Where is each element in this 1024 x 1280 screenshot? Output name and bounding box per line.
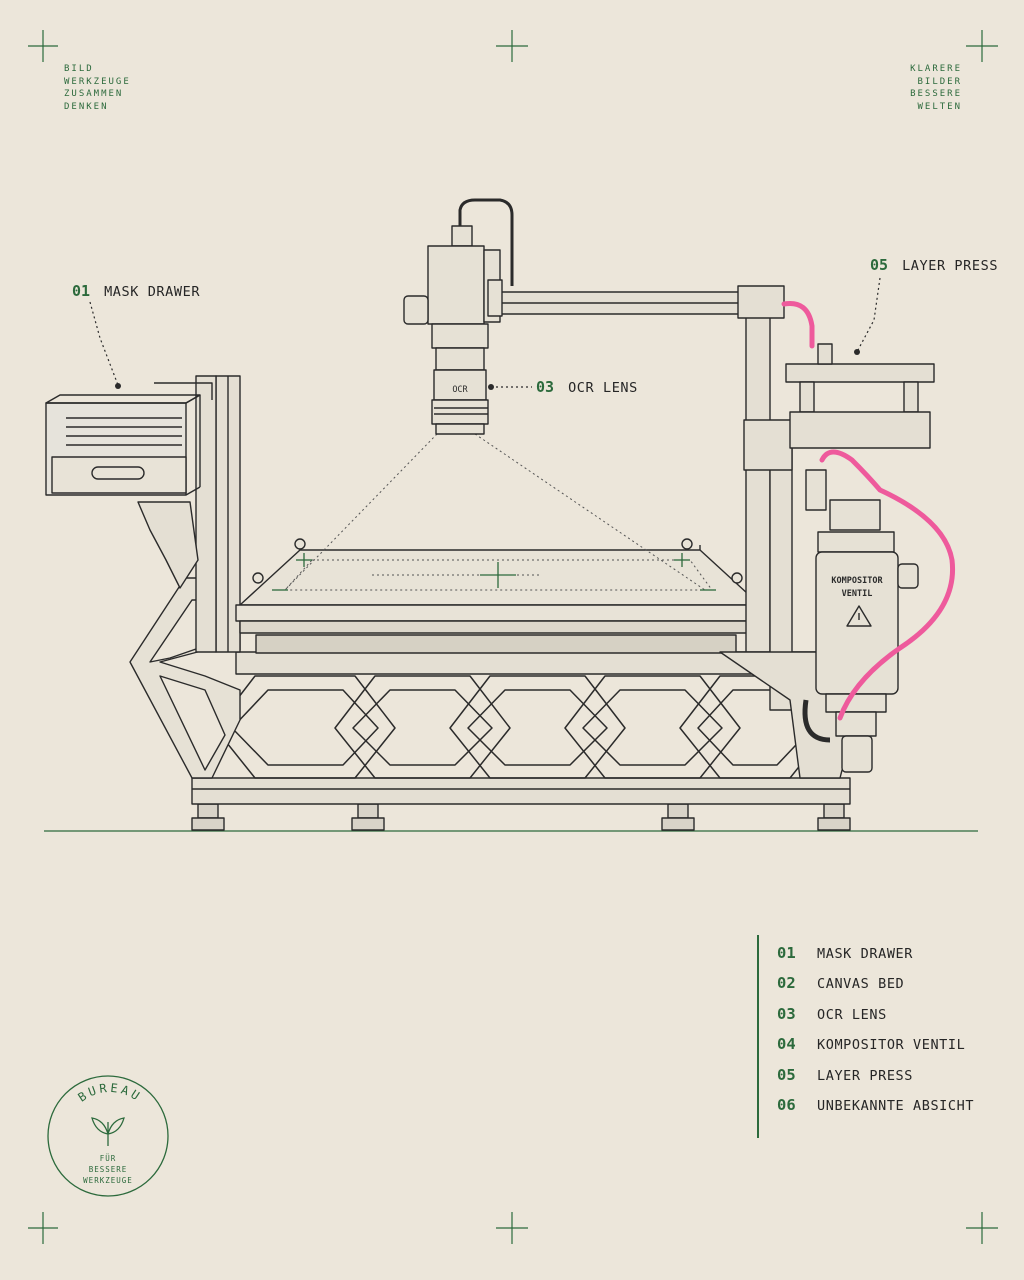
stamp-line2: BESSERE	[89, 1165, 128, 1174]
lens-label: OCR	[452, 385, 468, 395]
corner-text-top-right: KLARERE BILDER BESSERE WELTEN	[910, 64, 962, 112]
base-frame	[191, 651, 851, 805]
canvas-bed	[235, 538, 761, 654]
leveling-feet	[191, 803, 851, 831]
hex-truss	[214, 675, 831, 779]
mask-drawer	[45, 382, 213, 496]
stamp-line1: FÜR	[100, 1154, 117, 1163]
valve-label-line2: VENTIL	[842, 589, 873, 599]
stamp-line3: WERKZEUGE	[83, 1176, 133, 1185]
legend-divider	[757, 935, 759, 1138]
sprout-icon	[91, 1117, 125, 1146]
callout-layer-press: 05 LAYER PRESS	[870, 256, 998, 274]
svg-text:BUREAU: BUREAU	[75, 1081, 144, 1105]
gantry-arm	[499, 285, 785, 319]
corner-text-top-left: BILD WERKZEUGE ZUSAMMEN DENKEN	[64, 64, 131, 112]
right-column	[719, 289, 861, 779]
pink-hose	[781, 300, 956, 721]
layer-press	[785, 343, 935, 449]
callout-mask-drawer: 01 MASK DRAWER	[72, 282, 200, 300]
left-column	[137, 375, 241, 653]
bureau-stamp: BUREAU FÜR BESSERE WERKZEUGE	[47, 1075, 169, 1197]
callout-number: 01	[72, 282, 91, 300]
callout-label: LAYER PRESS	[902, 258, 999, 274]
callout-label: OCR LENS	[568, 380, 638, 396]
callout-number: 05	[870, 256, 889, 274]
callout-ocr-lens: 03 OCR LENS	[536, 378, 638, 396]
callout-leaders	[89, 277, 881, 388]
ocr-camera	[403, 198, 514, 435]
callout-label: MASK DRAWER	[104, 284, 201, 300]
callout-number: 03	[536, 378, 555, 396]
valve-label-line1: KOMPOSITOR	[831, 576, 883, 586]
stamp-title: BUREAU	[75, 1081, 141, 1105]
